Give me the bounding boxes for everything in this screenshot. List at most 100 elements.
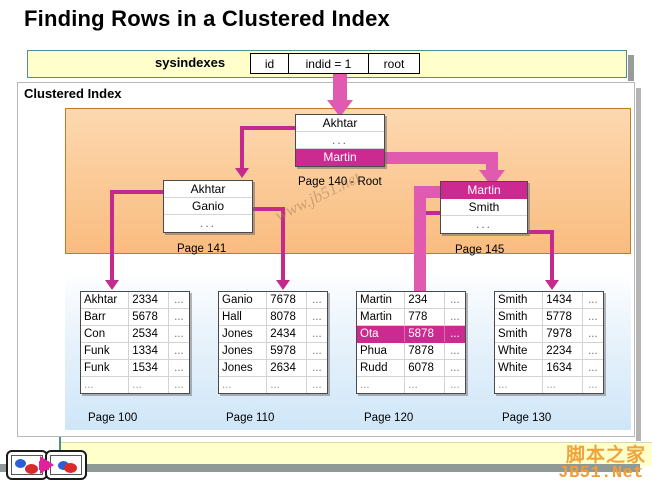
slide-before-thumbnail — [11, 455, 43, 475]
leaf-page-120-label: Page 120 — [364, 412, 414, 424]
sysindexes-row: id indid = 1 root — [250, 53, 420, 74]
n145-to-leaf130-h — [526, 230, 554, 234]
leaf-100-val-0: 2334 — [128, 292, 169, 309]
index-node-145[interactable]: Martin Smith ... — [440, 181, 528, 234]
root-to-145-v — [486, 152, 498, 174]
leaf-110-val-2: 2434 — [266, 325, 307, 343]
watermark-en: JB51.Net — [558, 464, 644, 483]
leaf-100-key-0: Akhtar — [81, 292, 130, 309]
leaf-130-more-5: ... — [588, 379, 598, 391]
index-node-141-page-label: Page 141 — [177, 243, 227, 255]
leaf-120-val-1: 778 — [404, 308, 445, 326]
index-node-root-row-0[interactable]: Akhtar — [296, 115, 384, 132]
leaf-110-more-0: ... — [306, 292, 327, 309]
leaf-120-more-0: ... — [444, 292, 465, 309]
leaf-120-more-2: ... — [444, 325, 465, 343]
index-node-145-row-2: ... — [441, 216, 527, 233]
leaf-130-val-0: 1434 — [542, 292, 583, 309]
index-node-root[interactable]: Akhtar ... Martin — [295, 114, 385, 167]
table-row: ......... — [81, 376, 189, 393]
leaf-100-key-4: Funk — [81, 359, 130, 377]
leaf-100-key-5: ... — [81, 376, 130, 393]
table-row: ......... — [357, 376, 465, 393]
leaf-100-more-3: ... — [168, 342, 189, 360]
index-node-145-row-0[interactable]: Martin — [441, 182, 527, 199]
leaf-100-more-0: ... — [168, 292, 189, 309]
index-node-141[interactable]: Akhtar Ganio ... — [163, 180, 253, 233]
leaf-110-val-1: 8078 — [266, 308, 307, 326]
leaf-110-more-1: ... — [306, 308, 327, 326]
leaf-130-val-1: 5778 — [542, 308, 583, 326]
leaf-130-val-5: ... — [542, 376, 583, 393]
leaf-130-val-4: 1634 — [542, 359, 583, 377]
leaf-100-more-4: ... — [168, 359, 189, 377]
leaf-100-more-5: ... — [174, 379, 184, 391]
leaf-130-val-2: 7978 — [542, 325, 583, 343]
blue-ellipse-icon-2 — [58, 461, 69, 470]
sysindexes-cell-indid: indid = 1 — [289, 54, 369, 73]
transition-arrow-icon — [40, 456, 54, 474]
root-to-141-arrow — [235, 168, 249, 178]
leaf-100-val-1: 5678 — [128, 308, 169, 326]
index-node-145-page-label: Page 145 — [455, 244, 505, 256]
red-ellipse-icon-2 — [64, 463, 77, 473]
page-title: Finding Rows in a Clustered Index — [24, 6, 390, 31]
leaf-page-100-label: Page 100 — [88, 412, 138, 424]
table-row: ......... — [219, 376, 327, 393]
index-node-141-row-0[interactable]: Akhtar — [164, 181, 252, 198]
root-to-145-h — [383, 152, 498, 164]
leaf-120-val-2: 5878 — [404, 325, 445, 343]
leaf-110-key-2: Jones — [219, 325, 268, 343]
leaf-120-more-3: ... — [444, 342, 465, 360]
leaf-110-key-1: Hall — [219, 308, 268, 326]
root-to-141-h1 — [240, 126, 298, 130]
leaf-110-more-4: ... — [306, 359, 327, 377]
bottom-strip-rule — [0, 464, 640, 472]
n141-to-leaf110-arrow — [276, 280, 290, 290]
index-node-root-page-label: Page 140 - Root — [298, 176, 382, 188]
blue-ellipse-icon — [15, 459, 26, 468]
leaf-130-key-2: Smith — [495, 325, 544, 343]
sysindexes-to-root-arrow — [327, 100, 353, 117]
leaf-110-val-4: 2634 — [266, 359, 307, 377]
leaf-120-more-4: ... — [444, 359, 465, 377]
slide-transition-control[interactable] — [6, 450, 87, 480]
leaf-100-val-2: 2534 — [128, 325, 169, 343]
leaf-110-key-5: ... — [219, 376, 268, 393]
leaf-110-more-2: ... — [306, 325, 327, 343]
leaf-100-key-1: Barr — [81, 308, 130, 326]
sysindexes-to-root-shaft — [333, 74, 347, 102]
n145-smith-stub — [418, 211, 444, 215]
n141-to-leaf110-h — [251, 207, 285, 211]
leaf-130-key-1: Smith — [495, 308, 544, 326]
leaf-120-key-1: Martin — [357, 308, 406, 326]
watermark-cn: 脚本之家 — [565, 445, 646, 466]
n141-to-leaf100-arrow — [105, 280, 119, 290]
leaf-page-110-label: Page 110 — [226, 412, 275, 424]
index-node-145-row-1[interactable]: Smith — [441, 199, 527, 216]
red-ellipse-icon — [25, 464, 38, 474]
leaf-120-key-3: Phua — [357, 342, 406, 360]
leaf-120-val-4: 6078 — [404, 359, 445, 377]
leaf-100-val-3: 1334 — [128, 342, 169, 360]
leaf-110-val-5: ... — [266, 376, 307, 393]
index-node-root-row-2[interactable]: Martin — [296, 149, 384, 166]
leaf-page-130-label: Page 130 — [502, 412, 552, 424]
root-to-141-h2 — [240, 126, 244, 130]
clustered-index-label: Clustered Index — [24, 86, 122, 101]
index-node-141-row-1[interactable]: Ganio — [164, 198, 252, 215]
leaf-110-key-0: Ganio — [219, 292, 268, 309]
